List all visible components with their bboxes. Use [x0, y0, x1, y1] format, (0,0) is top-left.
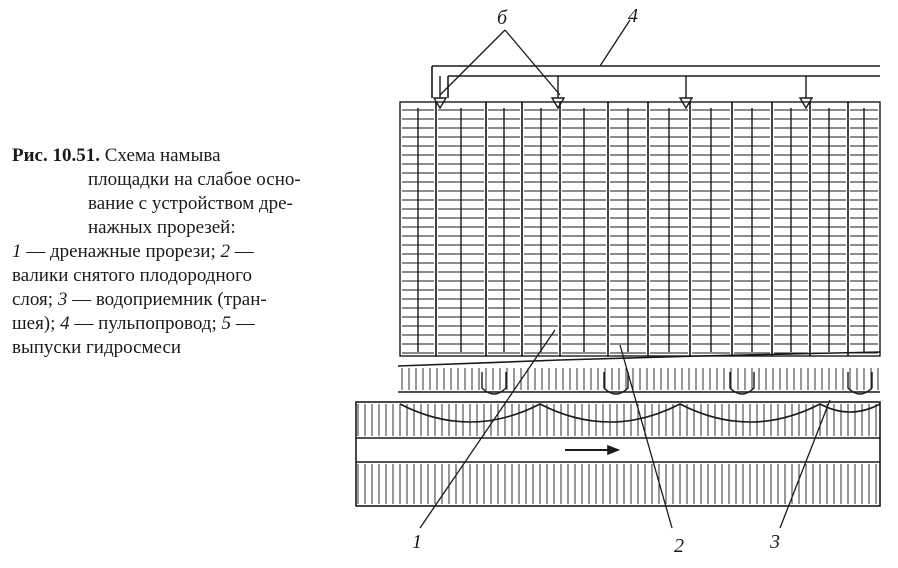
caption-title-line-1: Рис. 10.51. Схема намыва — [12, 144, 347, 168]
legend-text-3a: слоя; — [12, 289, 58, 310]
legend-line-2: валики снятого плодородного — [12, 265, 252, 286]
leader-4 — [599, 19, 631, 67]
diagram-label-2: 2 — [674, 535, 684, 557]
legend-text-4b: — пульпопровод; — [69, 313, 222, 334]
hydromixture-outlet — [550, 76, 566, 110]
drainage-strip — [847, 101, 881, 357]
legend-line-4: шея); 4 — пульпопровод; 5 — — [12, 312, 347, 336]
diagram-label-5: б — [497, 7, 508, 29]
outlet-bowl — [481, 372, 507, 395]
diagram-label-3: 3 — [769, 531, 780, 553]
caption-title-2: площадки на слабое осно- — [88, 169, 301, 190]
legend-text-5: — — [230, 313, 255, 334]
lower-band-top — [397, 351, 881, 367]
water-receiver-trench — [355, 401, 881, 507]
leader-5a — [439, 29, 506, 96]
diagram-label-1: 1 — [412, 531, 422, 553]
leader-3 — [779, 399, 831, 529]
leader-1 — [419, 329, 556, 529]
legend-text-1: — дренажные прорези; — [21, 241, 221, 262]
legend-num-3: 3 — [57, 289, 68, 310]
legend-num-2: 2 — [220, 241, 230, 262]
legend-text-2: — — [229, 241, 254, 262]
diagram-label-4: 4 — [628, 5, 638, 27]
leader-2 — [619, 344, 673, 529]
outlet-bowl — [729, 372, 755, 395]
trench-wave — [399, 403, 881, 423]
leader-5b — [504, 29, 561, 96]
hydromixture-outlet — [678, 76, 694, 110]
legend-num-4: 4 — [60, 313, 70, 334]
caption-title-4: нажных прорезей: — [88, 217, 236, 238]
figure-number: Рис. 10.51. — [12, 145, 100, 166]
figure-caption: Рис. 10.51. Схема намыва площадки на сла… — [12, 144, 347, 360]
legend-line-3: слоя; 3 — водоприемник (тран- — [12, 288, 347, 312]
legend-line-1: 1 — дренажные прорези; 2 — — [12, 240, 347, 264]
drainage-scheme-drawing: 1 2 3 4 б — [355, 5, 881, 557]
legend-num-5: 5 — [221, 313, 231, 334]
legend-text-4a: шея); — [12, 313, 61, 334]
legend-text-3b: — водоприемник (тран- — [67, 289, 267, 310]
outlet-bowl — [847, 372, 873, 395]
legend-num-1: 1 — [12, 241, 22, 262]
outlet-bowl — [603, 372, 629, 395]
caption-title-3: вание с устройством дре- — [88, 193, 293, 214]
caption-title-1: Схема намыва — [104, 145, 221, 166]
legend-line-5: выпуски гидросмеси — [12, 337, 182, 358]
hydromixture-outlet — [798, 76, 814, 110]
